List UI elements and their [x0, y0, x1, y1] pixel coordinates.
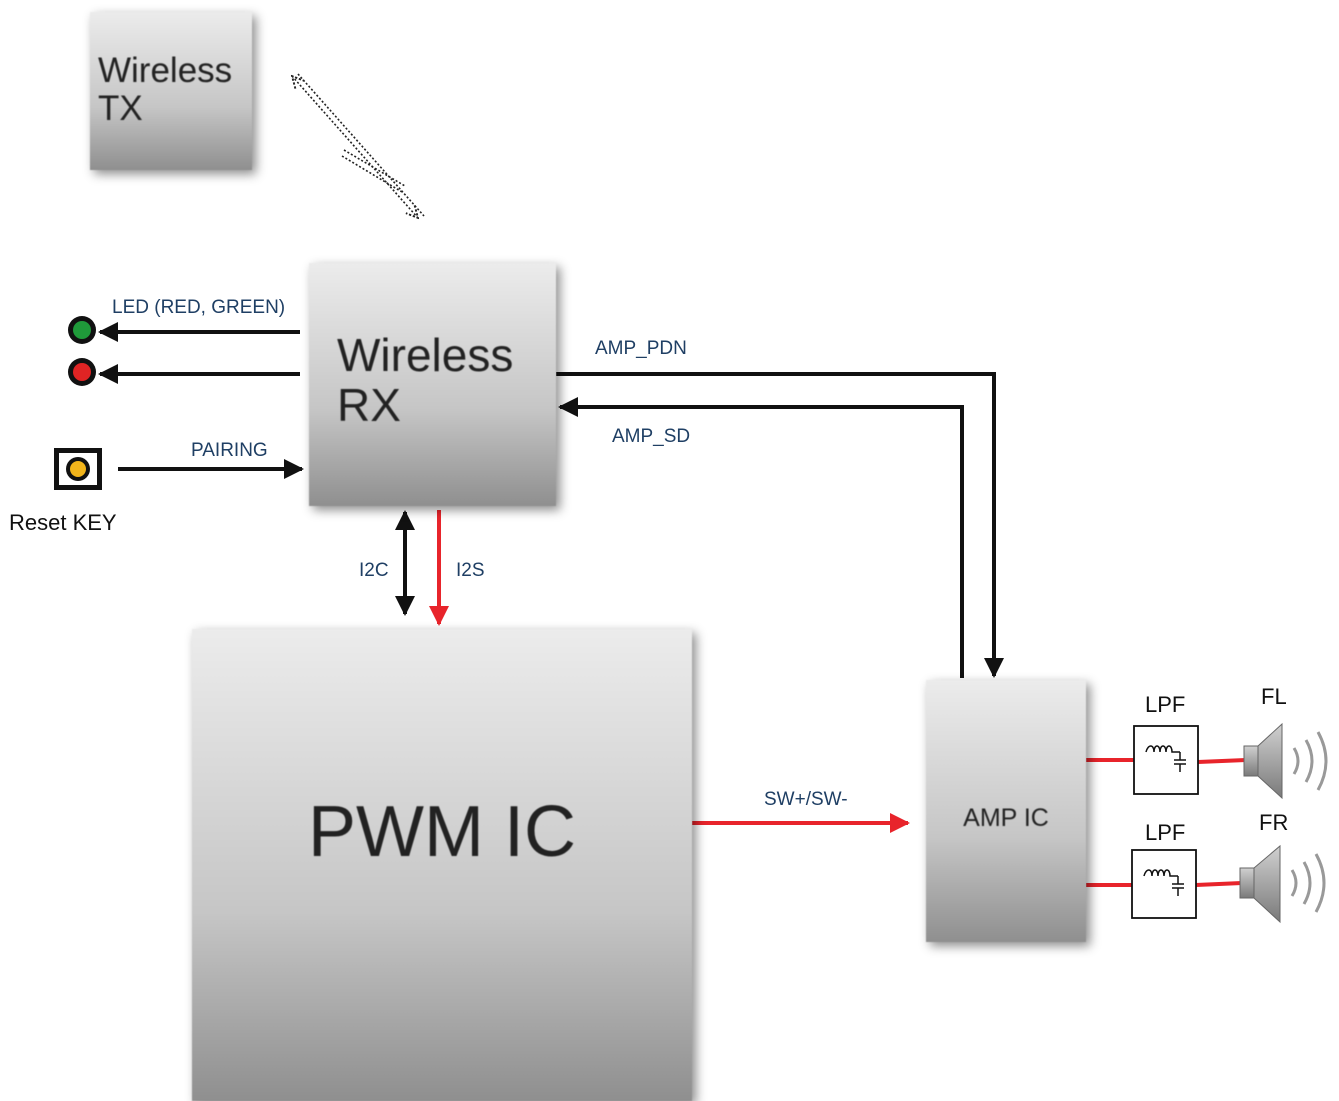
- reset-key-label: Reset KEY: [9, 510, 117, 535]
- lpf-top-label: LPF: [1145, 692, 1186, 717]
- fl-label: FL: [1261, 684, 1287, 709]
- amp-pdn-signal-label: AMP_PDN: [595, 338, 687, 359]
- wireless-tx-label: Wireless TX: [98, 51, 233, 128]
- amp-sd-line: [558, 397, 964, 678]
- i2s-signal-label: I2S: [456, 560, 485, 581]
- led-signal-label: LED (RED, GREEN): [112, 297, 286, 318]
- pwm-ic-label: PWM IC: [308, 792, 576, 872]
- amp-ic-block: AMP IC: [926, 680, 1086, 942]
- i2c-signal-label: I2C: [359, 560, 389, 581]
- amp-ic-label: AMP IC: [963, 804, 1049, 832]
- lpf-bottom-label: LPF: [1145, 820, 1186, 845]
- green-led-icon: [68, 316, 96, 344]
- lpf-filter-icon: [1133, 725, 1199, 795]
- wireless-rx-label: Wireless RX: [337, 329, 514, 431]
- wireless-tx-block: Wireless TX: [90, 12, 252, 170]
- amp-pdn-line: [556, 372, 1004, 678]
- sw-signal-label: SW+/SW-: [764, 789, 848, 810]
- fr-label: FR: [1259, 810, 1289, 835]
- wireless-rx-block: Wireless RX: [309, 263, 556, 506]
- speaker-icon: [1243, 722, 1328, 800]
- wireless-link-arrow: [292, 74, 424, 218]
- red-led-icon: [68, 358, 96, 386]
- pwm-ic-block: PWM IC: [192, 629, 692, 1101]
- reset-key-icon[interactable]: [54, 448, 102, 490]
- fl-speaker-line: [1197, 758, 1247, 764]
- amp-sd-signal-label: AMP_SD: [612, 426, 691, 447]
- pairing-signal-label: PAIRING: [191, 440, 268, 461]
- fr-speaker-line: [1195, 881, 1243, 887]
- speaker-icon: [1239, 844, 1326, 924]
- lpf-filter-icon: [1131, 849, 1197, 919]
